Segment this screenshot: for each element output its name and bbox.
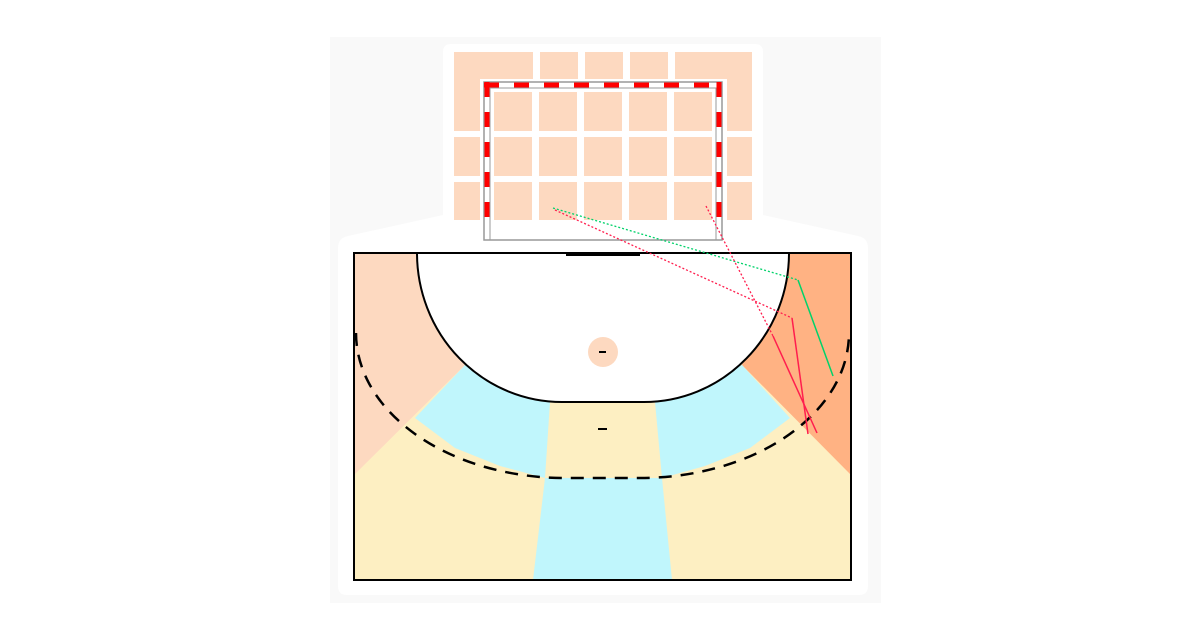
goal-inner-outline [489,87,717,241]
goal-target-grid [454,52,752,220]
shooter-run [797,279,834,377]
goal-cell [494,137,532,176]
goal-cell [585,52,623,79]
goal-cell [454,137,480,176]
goal-cell [454,182,480,220]
goal-frame [483,81,723,241]
court-boundary [353,252,852,581]
goal-cell [674,92,712,131]
goal-cell [454,52,533,79]
goal-cell [539,137,577,176]
goal-area-6m [415,252,791,403]
goal-cell [674,137,712,176]
goal-cell [540,52,578,79]
center-zone [533,478,672,580]
goal-cell [584,182,622,220]
goal-cell [630,52,668,79]
goal-cell [727,137,752,176]
shot-lines [552,205,834,435]
goal-cell [584,137,622,176]
goal-cell [454,92,480,131]
free-throw-line-9m [354,332,851,480]
goal-cell [674,182,712,220]
goal-cell [584,92,622,131]
shooter-run [791,317,809,435]
shot-trajectory [705,205,774,337]
goal-cell [727,92,752,131]
shot-trajectory [554,209,793,319]
goal-cell [727,78,752,92]
shot-trajectory [552,207,799,281]
shooter-run [772,335,818,434]
goal-cell [727,182,752,220]
goal-cell [629,137,667,176]
goal-cell [494,92,532,131]
goal-cell [629,92,667,131]
goal-cell [494,182,532,220]
goal-cell [539,92,577,131]
goal-cell [629,182,667,220]
court [353,252,852,581]
goal-cell [454,78,480,92]
goal-cell [539,182,577,220]
goal-cell [675,52,752,79]
